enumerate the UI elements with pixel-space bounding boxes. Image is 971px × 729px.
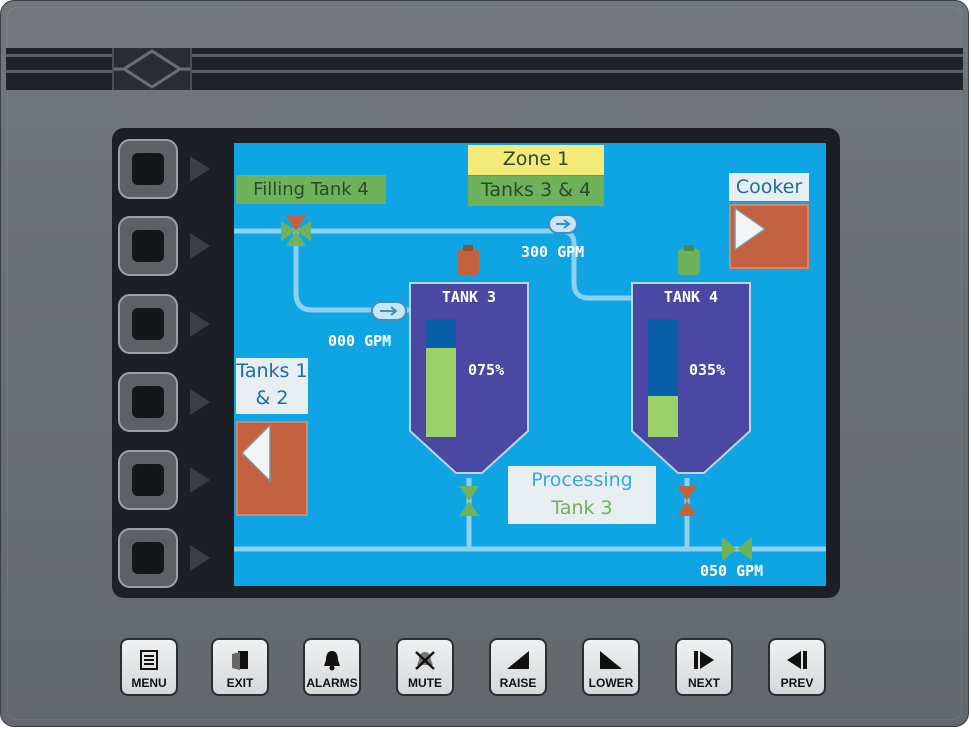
filling-status-label: Filling Tank 4 [236, 175, 386, 204]
exit-button-label: EXIT [226, 676, 254, 690]
arrow-right-icon [734, 206, 767, 252]
zone-title: Zone 1 Tanks 3 & 4 [468, 145, 604, 207]
soft-key-4[interactable] [118, 372, 178, 432]
raise-button[interactable]: RAISE [489, 638, 547, 696]
zone-title-line2: Tanks 3 & 4 [468, 176, 604, 206]
menu-button[interactable]: MENU [120, 638, 178, 696]
raise-icon [491, 646, 545, 674]
flow-meter-top [548, 214, 578, 234]
soft-key-3-arrow-icon [190, 311, 210, 337]
flow-readout-outlet: 050 GPM [700, 562, 764, 580]
soft-key-face [132, 308, 164, 340]
soft-key-4-arrow-icon [190, 389, 210, 415]
soft-key-6-arrow-icon [190, 545, 210, 571]
alarms-button-label: ALARMS [306, 676, 358, 690]
diamond-logo-icon [114, 49, 190, 89]
processing-status-label: Processing Tank 3 [508, 466, 656, 524]
cooker-label: Cooker [729, 173, 809, 201]
soft-key-face [132, 230, 164, 262]
soft-key-2-arrow-icon [190, 233, 210, 259]
soft-key-face [132, 464, 164, 496]
next-button-label: NEXT [687, 676, 720, 690]
exit-icon [213, 646, 267, 674]
arrow-left-icon [240, 423, 271, 483]
valve-outlet-main [722, 537, 752, 561]
lower-button-label: LOWER [588, 676, 634, 690]
tank-4-name: TANK 4 [663, 288, 719, 306]
band-stripe [6, 70, 963, 73]
valve-tank3-outlet [459, 486, 479, 516]
tank-4 [631, 245, 751, 474]
prev-button[interactable]: PREV [768, 638, 826, 696]
mute-icon [398, 646, 452, 674]
soft-key-face [132, 153, 164, 185]
soft-key-1[interactable] [118, 139, 178, 199]
raise-button-label: RAISE [499, 676, 537, 690]
mute-button[interactable]: MUTE [396, 638, 454, 696]
tank-3-level-fill [426, 348, 456, 437]
band-stripe [6, 54, 963, 57]
flow-readout-tank4: 300 GPM [521, 243, 585, 261]
process-diagram [234, 214, 826, 561]
soft-key-1-arrow-icon [190, 156, 210, 182]
soft-key-5[interactable] [118, 450, 178, 510]
tanks-nav-label: Tanks 1 & 2 [236, 358, 308, 414]
soft-key-5-arrow-icon [190, 467, 210, 493]
tank-3-name: TANK 3 [441, 288, 497, 306]
soft-key-3[interactable] [118, 294, 178, 354]
soft-key-face [132, 542, 164, 574]
brand-logo [112, 48, 192, 90]
prev-icon [770, 646, 824, 674]
tank-4-motor-icon [678, 249, 700, 275]
flow-meter-tank3 [371, 301, 407, 321]
lower-icon [584, 646, 638, 674]
next-icon [677, 646, 731, 674]
zone-title-line1: Zone 1 [468, 145, 604, 175]
tank-3-level-readout: 075% [468, 361, 505, 379]
bell-icon [305, 646, 359, 674]
tank-3-motor-icon [457, 249, 479, 275]
processing-line2: Tank 3 [551, 497, 613, 519]
valve-tank4-outlet [677, 486, 697, 516]
valve-fill-tank4 [281, 216, 311, 246]
menu-icon [122, 646, 176, 674]
tank-4-level-readout: 035% [689, 361, 726, 379]
tank-4-level-fill [648, 396, 678, 437]
soft-key-6[interactable] [118, 528, 178, 588]
tanks-nav-button[interactable] [236, 421, 308, 516]
soft-key-face [132, 386, 164, 418]
hmi-screen: Zone 1 Tanks 3 & 4 Filling Tank 4 Cooker… [234, 143, 826, 586]
alarms-button[interactable]: ALARMS [303, 638, 361, 696]
prev-button-label: PREV [780, 676, 814, 690]
soft-key-2[interactable] [118, 216, 178, 276]
pipe-tank3-inlet [293, 231, 414, 313]
processing-line1: Processing [531, 469, 633, 491]
cooker-nav-button[interactable] [729, 204, 809, 269]
next-button[interactable]: NEXT [675, 638, 733, 696]
menu-button-label: MENU [131, 676, 167, 690]
tank-3 [409, 245, 529, 474]
lower-button[interactable]: LOWER [582, 638, 640, 696]
flow-readout-tank3: 000 GPM [328, 332, 392, 350]
mute-button-label: MUTE [408, 676, 442, 690]
exit-button[interactable]: EXIT [211, 638, 269, 696]
